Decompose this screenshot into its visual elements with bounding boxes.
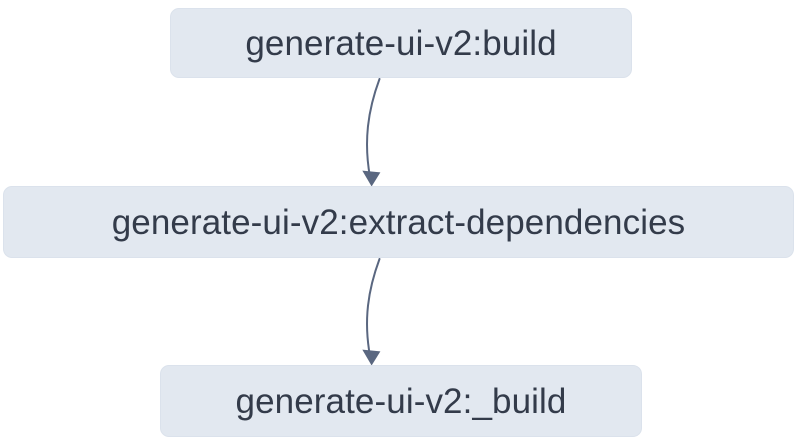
edge-build-to-extract-dependencies-path [366,78,381,178]
edge-extract-dependencies-to-underscore-build-path [366,258,381,357]
node-generate-ui-v2-underscore-build[interactable]: generate-ui-v2:_build [160,365,642,437]
edge-build-to-extract-dependencies-arrowhead [362,170,381,187]
node-generate-ui-v2-extract-dependencies[interactable]: generate-ui-v2:extract-dependencies [3,186,794,258]
edge-extract-dependencies-to-underscore-build-arrowhead [362,349,381,366]
node-label: generate-ui-v2:_build [235,381,567,421]
node-label: generate-ui-v2:extract-dependencies [111,202,686,242]
node-generate-ui-v2-build[interactable]: generate-ui-v2:build [170,8,632,78]
edge-extract-dependencies-to-underscore-build [362,258,381,366]
node-label: generate-ui-v2:build [245,23,557,63]
edge-build-to-extract-dependencies [362,78,381,187]
